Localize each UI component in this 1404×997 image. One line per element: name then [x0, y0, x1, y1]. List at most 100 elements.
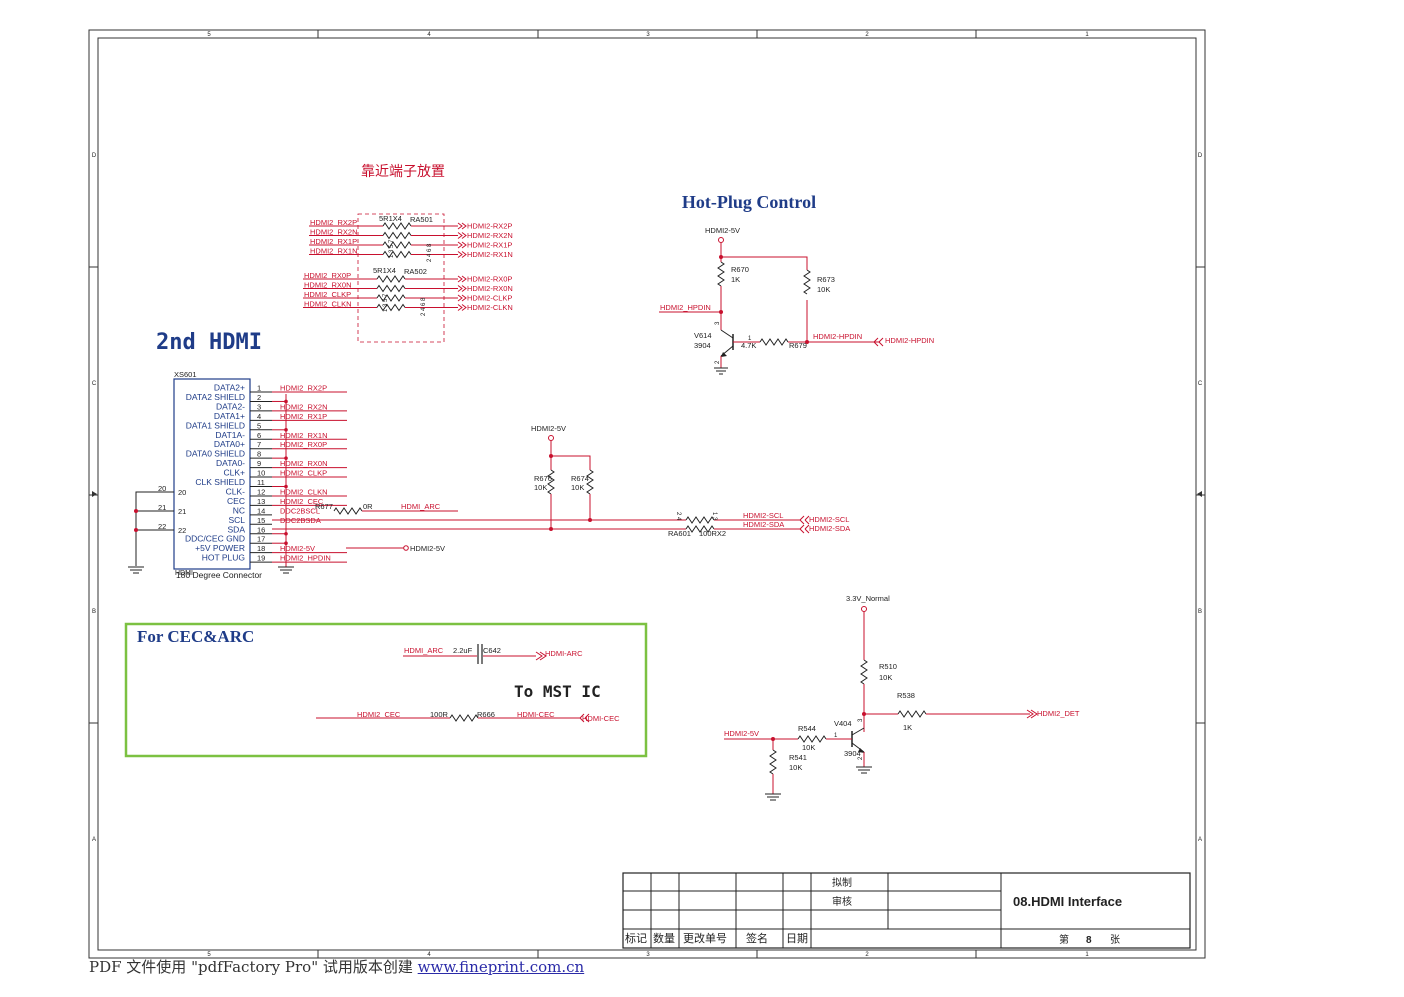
- ra502-port-arrow: [457, 285, 467, 292]
- to-mst-title: To MST IC: [514, 682, 601, 701]
- ra501-pins-right: 2 4 6 8: [427, 243, 433, 262]
- ra502-ref: RA502: [404, 267, 427, 276]
- connector-pin-number: 15: [257, 516, 265, 525]
- ra502-in-label: HDMI2_RX0P: [304, 271, 351, 280]
- connector-pin-number: 8: [257, 450, 261, 459]
- ra502-pins-right: 2 4 6 8: [421, 297, 427, 316]
- r677-value: 0R: [363, 502, 373, 511]
- footer-link[interactable]: www.fineprint.com.cn: [417, 958, 585, 976]
- zone-row-d: D: [92, 153, 97, 159]
- r538-ref: R538: [897, 691, 915, 700]
- r666-value: 100R: [430, 710, 449, 719]
- zone-row-b: B: [92, 609, 96, 615]
- ra502-in-label: HDMI2_CLKN: [304, 300, 352, 309]
- c642-value: 2.2uF: [453, 646, 473, 655]
- connector-pin-number: 3: [257, 402, 261, 411]
- cec-arc-title: For CEC&ARC: [137, 627, 254, 646]
- zone-col-2: 2: [865, 32, 869, 38]
- connector-pin-label: DATA0-: [216, 458, 245, 468]
- det-supply: 3.3V_Normal: [846, 594, 890, 603]
- r674-ref: R674: [571, 474, 589, 483]
- r538-value: 1K: [903, 723, 912, 732]
- tb-header-sign: 签名: [746, 931, 768, 945]
- sheet-title: 08.HDMI Interface: [1013, 894, 1122, 909]
- connector-pin-number: 18: [257, 544, 265, 553]
- ra501-pins-left: 1 3 5 7: [389, 239, 395, 258]
- connector-ref: XS601: [174, 370, 197, 379]
- det-out-port: HDMI2_DET: [1037, 709, 1080, 718]
- zone-col-1: 1: [1085, 32, 1089, 38]
- ground-symbol: [714, 367, 728, 375]
- connector-pin-label: DATA0 SHIELD: [186, 449, 245, 459]
- v614-pin-e: 2: [715, 360, 721, 364]
- connector-pin-label: CLK-: [226, 486, 246, 496]
- r677-net: HDMI_ARC: [401, 502, 441, 511]
- hotplug-out-net: HDMI2-HPDIN: [813, 332, 862, 341]
- r674-value: 10K: [571, 483, 584, 492]
- ground-symbol: [856, 766, 872, 774]
- r544-ref: R544: [798, 724, 816, 733]
- ra502-port-arrow: [457, 304, 467, 311]
- ra601-pins-right: 1 3: [711, 512, 717, 521]
- connector-net-label: HDMI2_RX1P: [280, 412, 327, 421]
- connector-pin-number: 10: [257, 469, 265, 478]
- ra502-out-label: HDMI2-RX0N: [467, 284, 513, 293]
- ra502-out-label: HDMI2-RX0P: [467, 275, 512, 284]
- det-in-net: HDMI2-5V: [724, 729, 759, 738]
- connector-net-label: DDC2BSCL: [280, 506, 320, 515]
- connector-pin-label: DAT1A-: [215, 430, 245, 440]
- connector-pin-label: DDC/CEC GND: [185, 534, 245, 544]
- connector-pin-number: 11: [257, 478, 265, 487]
- tb-header-date: 日期: [786, 932, 808, 945]
- ra502-in-label: HDMI2_CLKP: [304, 290, 351, 299]
- shield-pin-20-inner: 20: [178, 488, 186, 497]
- ra601-ref: RA601: [668, 529, 691, 538]
- ra501-in-label: HDMI2_RX1P: [310, 237, 357, 246]
- connector-net-label: HDMI2_HPDIN: [280, 554, 331, 563]
- shield-pin-21-outer: 21: [158, 503, 166, 512]
- det-block: 3.3V_Normal R510 10K R538 1K HDMI2_DET V…: [724, 594, 1080, 801]
- hotplug-in-net: HDMI2_HPDIN: [660, 303, 711, 312]
- connector-pin-label: NC: [233, 505, 245, 515]
- connector-pin-number: 16: [257, 525, 265, 534]
- tb-draw-label: 拟制: [832, 876, 852, 889]
- v614-pin-b: 1: [748, 336, 752, 342]
- ra502-resistor: [376, 294, 406, 302]
- zone-row-b-right: B: [1198, 609, 1202, 615]
- shield-pin-21-inner: 21: [178, 507, 186, 516]
- hdmi-connector-block: 2nd HDMI XS601 HDMI 180 Degree Connector…: [128, 330, 458, 580]
- cec-net: HDMI-CEC: [517, 710, 555, 719]
- connector-pin-label: DATA2-: [216, 401, 245, 411]
- cec-in-net: HDMI2_CEC: [357, 710, 401, 719]
- connector-pin-number: 7: [257, 440, 261, 449]
- connector-pin-number: 12: [257, 487, 265, 496]
- shield-pin-22-outer: 22: [158, 522, 166, 531]
- ra502-port-arrow: [457, 275, 467, 283]
- zone-col-5-bottom: 5: [207, 952, 211, 958]
- v614-pin-c: 3: [715, 321, 721, 325]
- ddc-sda-port: HDMI2-SDA: [809, 524, 850, 533]
- tb-header-change: 更改单号: [683, 931, 727, 945]
- v404-pin-b: 1: [834, 733, 838, 739]
- ra501-in-label: HDMI2_RX2N: [310, 228, 358, 237]
- hotplug-control: Hot-Plug Control HDMI2-5V R670 1K R673 1…: [659, 192, 934, 375]
- connector-net-label: HDMI2_RX2N: [280, 402, 328, 411]
- zone-row-c-right: C: [1198, 381, 1203, 387]
- connector-pin-number: 19: [257, 554, 265, 563]
- connector-pin-number: 1: [257, 384, 261, 393]
- connector-name: HDMI: [175, 570, 193, 577]
- r679-ref: R679: [789, 341, 807, 350]
- connector-net-label: HDMI2-5V: [280, 544, 315, 553]
- cec-arc-block: For CEC&ARC To MST IC HDMI_ARC 2.2uF C64…: [124, 622, 648, 758]
- hotplug-title: Hot-Plug Control: [682, 192, 816, 212]
- ddc-supply: HDMI2-5V: [531, 424, 566, 433]
- shield-pin-22-inner: 22: [178, 526, 186, 535]
- ra501-port-arrow: [457, 232, 467, 239]
- note-near-connector: 靠近端子放置: [361, 163, 445, 179]
- connector-pin-number: 14: [257, 506, 265, 515]
- r676-value: 10K: [534, 483, 547, 492]
- ra502-pins-left: 1 3 5 7: [383, 293, 389, 312]
- connector-pin-number: 9: [257, 459, 261, 468]
